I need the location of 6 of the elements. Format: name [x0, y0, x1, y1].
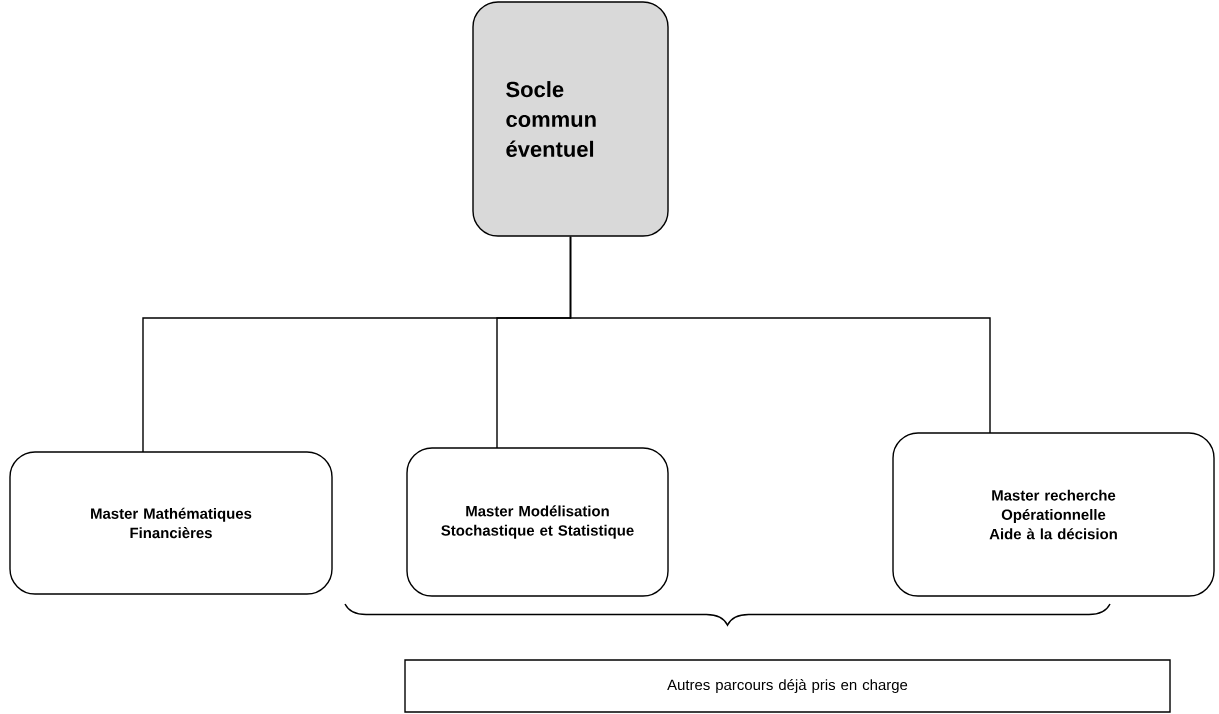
- process-box: Master Mathématiques Financières: [9, 451, 333, 595]
- process-box: Master recherche Opérationnelle Aide à la décision: [892, 432, 1215, 597]
- note-box: Autres parcours déjà pris en charge: [404, 659, 1171, 713]
- process-box: Master Modélisation Stochastique et Statistique: [406, 447, 669, 597]
- process-box: Socle commun éventuel: [472, 1, 669, 237]
- connector-line: [569, 236, 991, 434]
